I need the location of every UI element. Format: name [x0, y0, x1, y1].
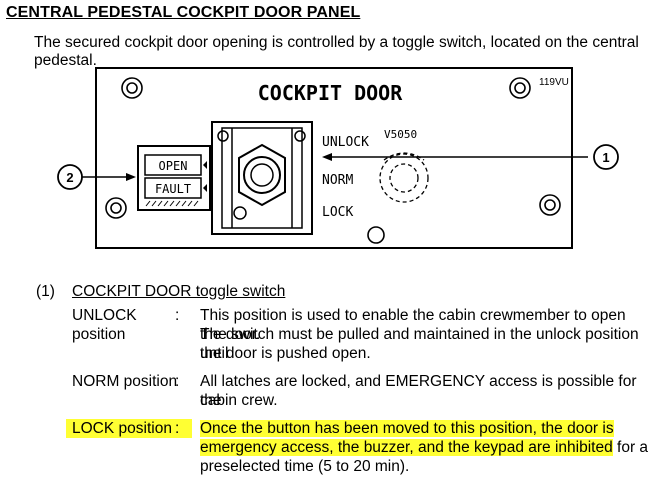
callout-1-number: 1: [602, 150, 609, 165]
lock-colon: :: [175, 420, 180, 437]
toggle-switch: [211, 121, 313, 235]
panel-screw-top-left: [121, 77, 143, 99]
panel-title: COCKPIT DOOR: [258, 81, 403, 105]
panel-screw-top-right: [509, 77, 531, 99]
cockpit-door-panel-figure: COCKPIT DOOR 119VU OPEN FAULT UNLOCK NOR…: [57, 67, 619, 249]
panel-screw-bottom-right: [539, 194, 561, 216]
callout-2-number: 2: [66, 170, 73, 185]
panel-screw-bottom-left: [105, 197, 127, 219]
indicator-fault-label: FAULT: [155, 182, 191, 196]
position-label-norm: NORM: [322, 173, 353, 188]
lock-desc-line2: emergency access, the buzzer, and the ke…: [200, 438, 650, 457]
unlock-term-line2: position: [72, 326, 126, 343]
lock-term-highlight: [66, 419, 192, 438]
panel-outline: [95, 67, 573, 249]
lock-desc-highlight-2: emergency access, the buzzer, and the ke…: [200, 439, 613, 456]
part-code-label: V5050: [384, 128, 417, 141]
lock-term: LOCK position: [72, 420, 172, 437]
position-label-unlock: UNLOCK: [322, 135, 369, 150]
position-label-lock: LOCK: [322, 205, 353, 220]
indicator-frame: [137, 145, 211, 211]
norm-term: NORM position: [72, 373, 178, 390]
unlock-desc-line3: the door is pushed open.: [200, 345, 371, 362]
unlock-desc-line2: The switch must be pulled and maintained…: [200, 326, 639, 362]
callout-1-marker: [593, 144, 619, 170]
panel-screw-bottom-center: [367, 226, 385, 244]
indicator-open-label: OPEN: [159, 159, 188, 173]
norm-desc-line1: All latches are locked, and EMERGENCY ac…: [200, 373, 637, 409]
norm-desc-line2: cabin crew.: [200, 392, 278, 409]
section-number: (1): [36, 283, 55, 300]
lock-desc-tail: for a: [612, 439, 649, 456]
norm-colon: :: [175, 373, 180, 390]
unlock-term-line1: UNLOCK: [72, 307, 137, 324]
lock-desc-line3: preselected time (5 to 20 min).: [200, 458, 410, 475]
ghost-switch-outline: [379, 152, 429, 203]
unlock-colon: :: [175, 307, 180, 324]
page-heading: CENTRAL PEDESTAL COCKPIT DOOR PANEL: [6, 4, 361, 21]
intro-text: The secured cockpit door opening is cont…: [34, 34, 639, 69]
panel-ref-code: 119VU: [539, 77, 569, 88]
section-title: COCKPIT DOOR toggle switch: [72, 283, 286, 300]
unlock-desc-line1: This position is used to enable the cabi…: [200, 307, 626, 343]
